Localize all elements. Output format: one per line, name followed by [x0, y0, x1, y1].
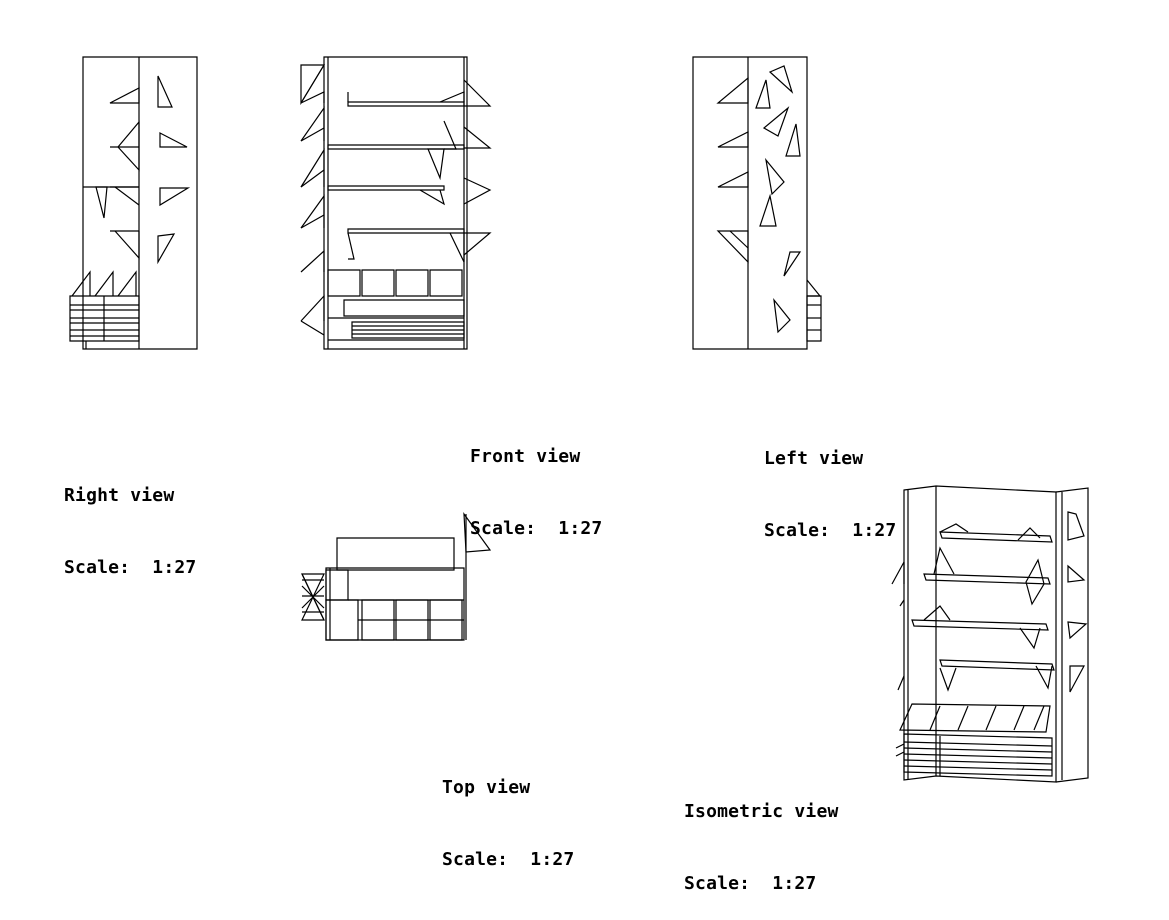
right-view-scale: Scale: 1:27 — [64, 557, 197, 578]
right-view-drawing — [70, 57, 197, 349]
left-view-title: Left view — [764, 448, 864, 469]
top-view-caption: Top view Scale: 1:27 — [442, 728, 574, 896]
left-view-caption: Left view Scale: 1:27 — [764, 399, 896, 567]
isometric-view-scale: Scale: 1:27 — [684, 873, 817, 894]
top-view-scale: Scale: 1:27 — [442, 849, 575, 870]
left-view-drawing — [693, 57, 821, 349]
front-view-drawing — [301, 57, 490, 349]
drawing-canvas — [0, 0, 1169, 827]
isometric-view-caption: Isometric view Scale: 1:27 — [684, 752, 839, 920]
right-view-title: Right view — [64, 485, 175, 506]
right-view-caption: Right view Scale: 1:27 — [64, 436, 196, 604]
isometric-view-title: Isometric view — [684, 801, 839, 822]
drawing-sheet: Right view Scale: 1:27 Front view Scale:… — [0, 0, 1169, 894]
top-view-title: Top view — [442, 777, 531, 798]
front-view-title: Front view — [470, 446, 581, 467]
front-view-caption: Front view Scale: 1:27 — [470, 397, 602, 565]
top-view-drawing — [302, 514, 490, 640]
isometric-view-drawing — [892, 486, 1088, 782]
left-view-scale: Scale: 1:27 — [764, 520, 897, 541]
front-view-scale: Scale: 1:27 — [470, 518, 603, 539]
